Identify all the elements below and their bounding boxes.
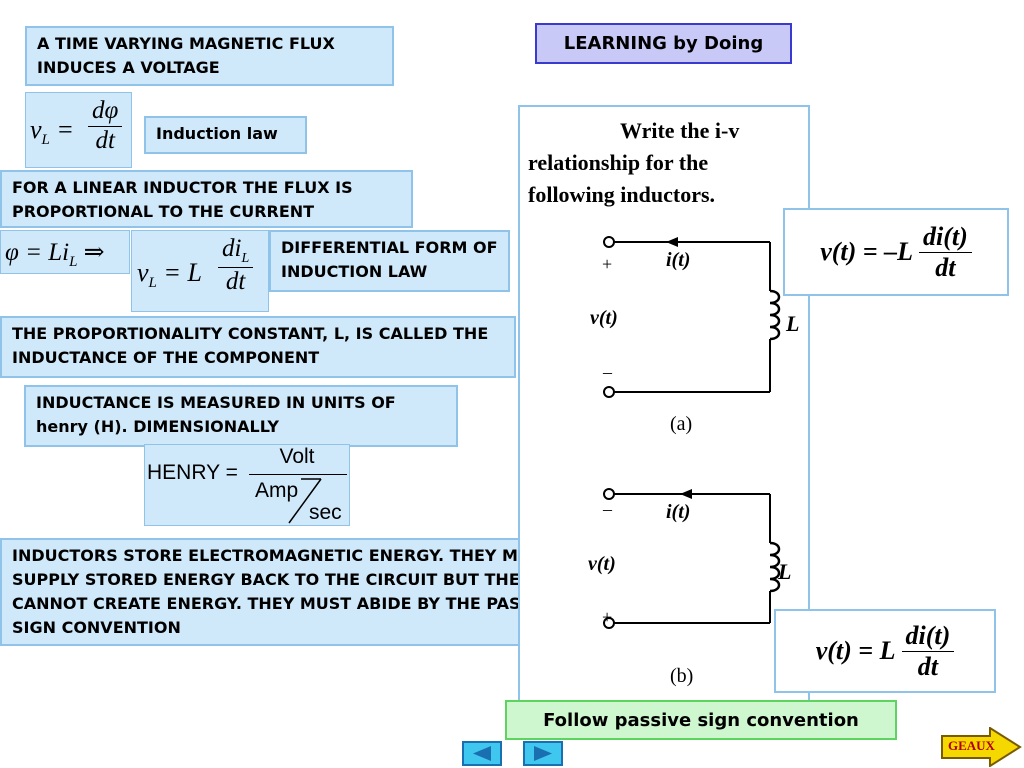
differential-form-label: DIFFERENTIAL FORM OF INDUCTION LAW: [269, 230, 510, 292]
exercise-title-line1: Write the i-v: [620, 118, 740, 143]
circuit-a-label: (a): [670, 413, 693, 435]
units-box: INDUCTANCE IS MEASURED IN UNITS OF henry…: [24, 385, 458, 447]
circuit-a-diagram: [603, 236, 781, 398]
circuit-a-plus: +: [602, 254, 613, 274]
flux-title-box: A TIME VARYING MAGNETIC FLUX INDUCES A V…: [25, 26, 394, 86]
answer-b-box: v(t) = L di(t) dt: [774, 609, 996, 693]
triangle-left-icon: [473, 746, 491, 761]
geaux-arrow-icon: [941, 727, 1022, 767]
circuit-b-minus: –: [603, 499, 612, 519]
henry-dimension-equation: HENRY = Volt Amp sec: [144, 444, 350, 526]
circuit-b-voltage: v(t): [588, 553, 616, 575]
exercise-title-line2: relationship for the: [528, 150, 709, 175]
previous-slide-button[interactable]: [462, 741, 502, 766]
answer-a-lhs: v(t) = –L: [820, 237, 913, 266]
flux-current-equation: φ = LiL ⇒: [0, 230, 130, 274]
differential-form-equation: vL = L diL dt: [131, 230, 269, 312]
geaux-button[interactable]: GEAUX: [940, 727, 1022, 767]
answer-b-lhs: v(t) = L: [815, 636, 896, 665]
linear-inductor-box: FOR A LINEAR INDUCTOR THE FLUX IS PROPOR…: [0, 170, 413, 228]
energy-box: INDUCTORS STORE ELECTROMAGNETIC ENERGY. …: [0, 538, 580, 646]
geaux-label: GEAUX: [948, 738, 995, 753]
next-slide-button[interactable]: [523, 741, 563, 766]
circuit-b-current: i(t): [666, 501, 691, 523]
fraction-slash: [288, 478, 322, 524]
circuit-a-inductor-label: L: [786, 311, 800, 336]
circuit-a-current: i(t): [666, 249, 691, 271]
proportionality-box: THE PROPORTIONALITY CONSTANT, L, IS CALL…: [0, 316, 516, 378]
induction-law-label: Induction law: [144, 116, 307, 154]
induction-law-equation: vL = dφ dt: [25, 92, 132, 168]
passive-sign-note: Follow passive sign convention: [505, 700, 897, 740]
learning-by-doing-title: LEARNING by Doing: [535, 23, 792, 64]
exercise-title-line3: following inductors.: [528, 182, 716, 207]
circuit-b-inductor-label: L: [778, 559, 792, 584]
circuit-a-voltage: v(t): [590, 307, 618, 329]
answer-a-box: v(t) = –L di(t) dt: [783, 208, 1009, 296]
exercise-panel: Write the i-v relationship for the follo…: [518, 105, 810, 705]
circuit-b-diagram: [603, 488, 781, 629]
triangle-right-icon: [534, 746, 552, 761]
circuit-a-minus: –: [603, 362, 612, 382]
circuit-b-plus: +: [602, 607, 613, 627]
circuit-b-label: (b): [670, 665, 694, 687]
